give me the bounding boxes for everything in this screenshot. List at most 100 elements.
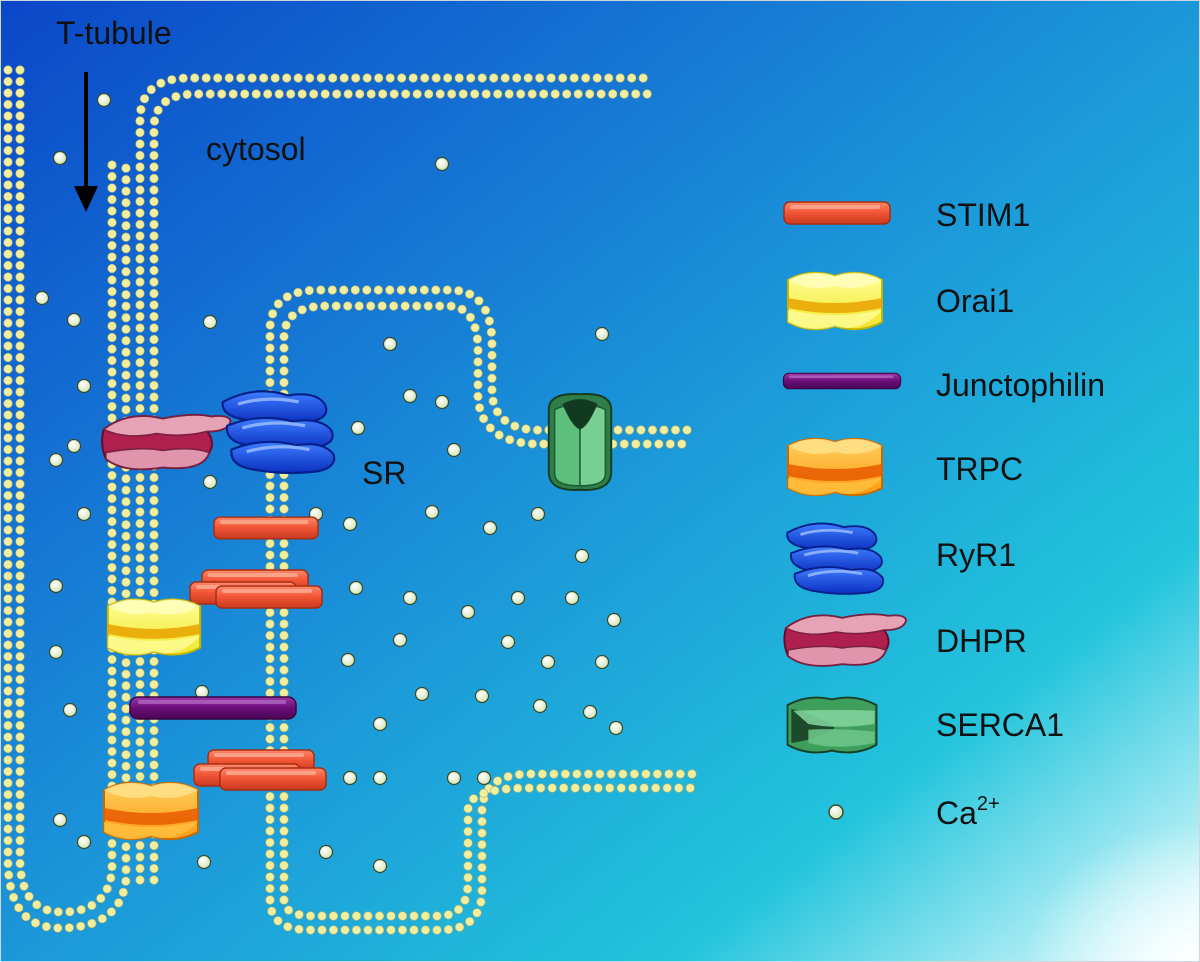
membrane-bead bbox=[15, 318, 25, 328]
membrane-bead bbox=[135, 392, 145, 402]
membrane-bead bbox=[149, 840, 159, 851]
legend: STIM1 Orai1 Junctophilin TRPC RyR1 DHPR … bbox=[782, 197, 1105, 831]
membrane-bead bbox=[107, 217, 117, 228]
membrane-bead bbox=[477, 73, 487, 83]
membrane-bead bbox=[15, 847, 25, 857]
calcium-base-text: Ca bbox=[936, 795, 977, 831]
membrane-bead bbox=[362, 73, 372, 83]
junctophilin-protein bbox=[129, 696, 297, 720]
calcium-ion bbox=[476, 770, 492, 786]
membrane-bead bbox=[135, 323, 145, 333]
membrane-bead bbox=[15, 456, 25, 466]
membrane-bead bbox=[135, 231, 145, 241]
membrane-bead bbox=[536, 783, 546, 793]
membrane-bead bbox=[121, 508, 131, 518]
membrane-bead bbox=[484, 316, 495, 326]
membrane-bead bbox=[121, 876, 131, 886]
calcium-ion bbox=[446, 770, 462, 786]
membrane-bead bbox=[259, 73, 269, 83]
membrane-bead bbox=[477, 839, 487, 850]
membrane-bead bbox=[420, 925, 431, 935]
ryr1-protein bbox=[221, 389, 336, 475]
membrane-bead bbox=[585, 89, 595, 99]
membrane-bead bbox=[121, 589, 131, 599]
membrane-bead bbox=[107, 183, 117, 193]
membrane-bead bbox=[265, 814, 275, 825]
membrane-bead bbox=[469, 794, 479, 804]
membrane-bead bbox=[279, 665, 289, 675]
membrane-bead bbox=[328, 925, 339, 935]
membrane-bead bbox=[135, 369, 145, 379]
membrane-bead bbox=[21, 911, 31, 922]
membrane-bead bbox=[265, 481, 275, 491]
trpc-icon bbox=[787, 437, 883, 497]
membrane-bead bbox=[458, 89, 468, 99]
membrane-bead bbox=[53, 923, 63, 933]
legend-label-junctophilin: Junctophilin bbox=[936, 367, 1105, 403]
membrane-bead bbox=[435, 89, 445, 99]
membrane-bead bbox=[205, 89, 215, 99]
membrane-bead bbox=[265, 872, 275, 882]
membrane-bead bbox=[331, 301, 341, 311]
membrane-bead bbox=[265, 676, 275, 687]
membrane-bead bbox=[107, 206, 117, 216]
membrane-bead bbox=[297, 89, 307, 99]
membrane-bead bbox=[3, 433, 13, 443]
membrane-bead bbox=[274, 89, 284, 99]
membrane-bead bbox=[639, 783, 649, 793]
membrane-bead bbox=[107, 758, 117, 768]
membrane-bead bbox=[15, 628, 25, 639]
membrane-bead bbox=[15, 709, 25, 719]
membrane-bead bbox=[135, 173, 145, 184]
membrane-bead bbox=[423, 301, 433, 311]
calcium-ion bbox=[608, 720, 624, 736]
membrane-bead bbox=[363, 925, 373, 935]
membrane-bead bbox=[121, 669, 131, 679]
membrane-bead bbox=[194, 89, 204, 99]
membrane-bead bbox=[641, 769, 651, 779]
membrane-bead bbox=[570, 783, 580, 793]
membrane-bead bbox=[279, 883, 289, 894]
membrane-bead bbox=[477, 862, 487, 873]
membrane-bead bbox=[279, 814, 289, 825]
membrane-bead bbox=[647, 425, 658, 435]
calcium-ion bbox=[574, 548, 590, 564]
membrane-bead bbox=[3, 352, 13, 363]
membrane-bead bbox=[107, 482, 117, 492]
membrane-bead bbox=[149, 576, 159, 586]
calcium-ion bbox=[474, 688, 490, 704]
membrane-bead bbox=[282, 292, 292, 302]
membrane-bead bbox=[339, 285, 349, 295]
membrane-bead bbox=[149, 771, 159, 782]
membrane-bead bbox=[265, 860, 275, 871]
membrane-bead bbox=[279, 803, 289, 813]
membrane-bead bbox=[654, 439, 664, 449]
membrane-bead bbox=[3, 145, 13, 156]
membrane-bead bbox=[135, 668, 145, 678]
membrane-bead bbox=[149, 323, 159, 333]
membrane-bead bbox=[3, 605, 13, 616]
membrane-bead bbox=[135, 357, 145, 368]
legend-label-trpc: TRPC bbox=[936, 451, 1023, 487]
membrane-bead bbox=[279, 872, 289, 882]
calcium-ion bbox=[372, 716, 388, 732]
junctophilin-icon bbox=[782, 372, 902, 390]
membrane-bead bbox=[638, 73, 648, 83]
membrane-bead bbox=[149, 587, 159, 598]
membrane-bead bbox=[149, 553, 159, 563]
ryr1-icon bbox=[785, 522, 885, 596]
membrane-bead bbox=[616, 783, 626, 793]
membrane-bead bbox=[121, 497, 131, 507]
membrane-bead bbox=[3, 525, 13, 535]
membrane-bead bbox=[190, 73, 200, 83]
membrane-bead bbox=[107, 493, 117, 504]
stim1-protein-bottom bbox=[193, 749, 327, 791]
membrane-bead bbox=[15, 295, 25, 305]
membrane-bead bbox=[15, 766, 25, 777]
membrane-bead bbox=[265, 688, 275, 698]
membrane-bead bbox=[149, 679, 159, 690]
membrane-bead bbox=[149, 495, 159, 506]
membrane-bead bbox=[624, 425, 635, 435]
membrane-bead bbox=[455, 922, 465, 932]
membrane-bead bbox=[279, 860, 289, 871]
